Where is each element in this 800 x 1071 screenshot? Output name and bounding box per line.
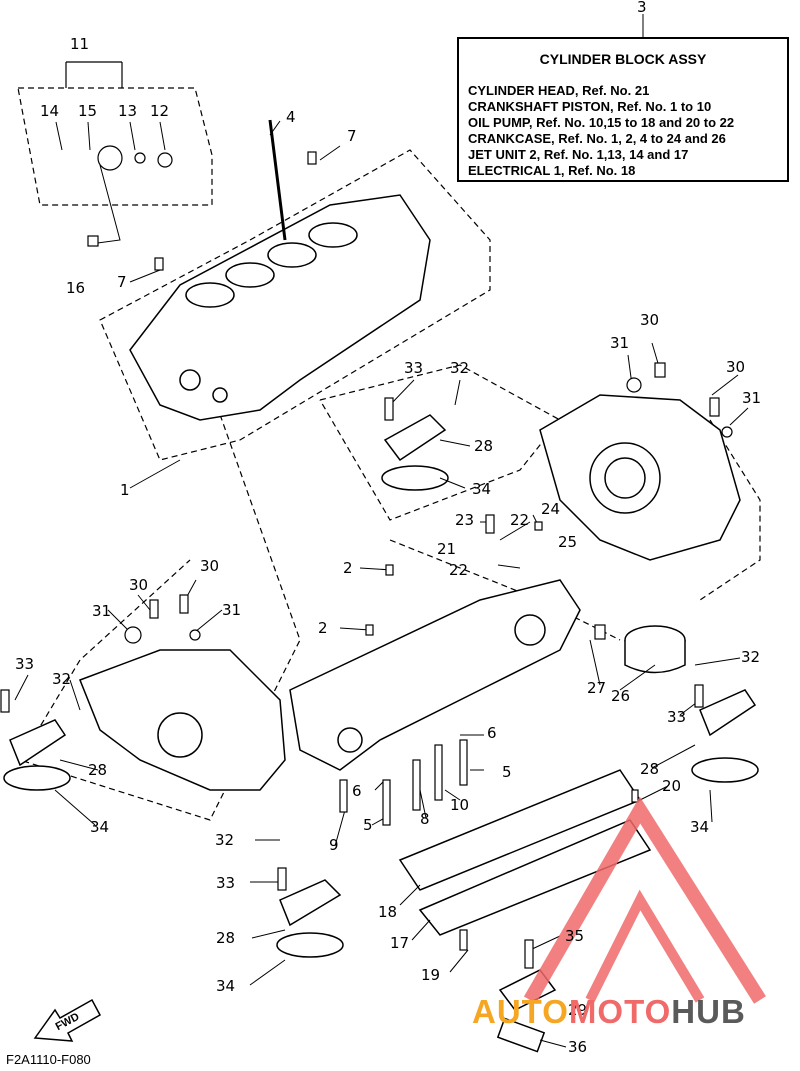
callout-32: 32 <box>450 359 470 377</box>
callout-33: 33 <box>667 708 687 726</box>
crankcase-dashed-frame <box>19 329 301 821</box>
callout-30: 30 <box>200 557 220 575</box>
bracket-illustrations <box>3 414 759 1053</box>
callout-28: 28 <box>88 761 108 779</box>
legend-line: CRANKSHAFT PISTON, Ref. No. 1 to 10 <box>468 99 712 114</box>
callout-6: 6 <box>352 782 362 800</box>
side-cover-right-illustration <box>539 394 741 561</box>
diagram-code: F2A1110-F080 <box>6 1052 91 1067</box>
callout-34: 34 <box>216 977 236 995</box>
callout-31: 31 <box>92 602 112 620</box>
callout-24: 24 <box>541 500 561 518</box>
callout-4: 4 <box>286 108 296 126</box>
hardware-parts <box>0 145 733 969</box>
callout-23: 23 <box>455 511 475 529</box>
callout-3: 3 <box>637 0 647 16</box>
watermark-text: AUTOMOTOHUB <box>472 993 746 1031</box>
callout-2: 2 <box>343 559 353 577</box>
callout-34: 34 <box>690 818 710 836</box>
callout-25: 25 <box>558 533 578 551</box>
legend-title: CYLINDER BLOCK ASSY <box>539 51 707 67</box>
callout-34: 34 <box>90 818 110 836</box>
callout-32: 32 <box>741 648 761 666</box>
callout-26: 26 <box>611 687 631 705</box>
legend-line: JET UNIT 2, Ref. No. 1,13, 14 and 17 <box>468 147 689 162</box>
group-11-dashed-frame <box>17 87 213 206</box>
callout-19: 19 <box>421 966 441 984</box>
legend-line: CRANKCASE, Ref. No. 1, 2, 4 to 24 and 26 <box>468 131 726 146</box>
callout-34: 34 <box>472 480 492 498</box>
callout-21: 21 <box>437 540 457 558</box>
callout-7: 7 <box>347 127 357 145</box>
watermark-moto: MOTO <box>568 993 672 1030</box>
cylinder-head-illustration <box>129 119 431 421</box>
callout-32: 32 <box>215 831 235 849</box>
callout-5: 5 <box>502 763 512 781</box>
callout-22: 22 <box>449 561 469 579</box>
callout-27: 27 <box>587 679 607 697</box>
callout-33: 33 <box>216 874 236 892</box>
legend-line: ELECTRICAL 1, Ref. No. 18 <box>468 163 636 178</box>
callout-5: 5 <box>363 816 373 834</box>
callout-33: 33 <box>404 359 424 377</box>
legend-box: CYLINDER BLOCK ASSY CYLINDER HEAD, Ref. … <box>457 37 789 182</box>
callout-31: 31 <box>742 389 762 407</box>
callout-14: 14 <box>40 102 60 120</box>
callout-33: 33 <box>15 655 35 673</box>
callout-29: 29 <box>568 1001 588 1019</box>
watermark-logo-icon <box>523 796 766 1004</box>
callout-7: 7 <box>117 273 127 291</box>
callout-30: 30 <box>640 311 660 329</box>
oil-filter-illustration <box>624 625 686 674</box>
callout-22: 22 <box>510 511 530 529</box>
legend-line: OIL PUMP, Ref. No. 10,15 to 18 and 20 to… <box>468 115 735 130</box>
callout-30: 30 <box>129 576 149 594</box>
side-cover-left-illustration <box>79 649 286 791</box>
callout-17: 17 <box>390 934 410 952</box>
callout-6: 6 <box>487 724 497 742</box>
leader-lines <box>14 14 749 1048</box>
callout-10: 10 <box>450 796 470 814</box>
callout-2: 2 <box>318 619 328 637</box>
callout-15: 15 <box>78 102 98 120</box>
callout-20: 20 <box>662 777 682 795</box>
callout-35: 35 <box>565 927 585 945</box>
callout-36: 36 <box>568 1038 588 1056</box>
callout-32: 32 <box>52 670 72 688</box>
callout-18: 18 <box>378 903 398 921</box>
callout-28: 28 <box>474 437 494 455</box>
callout-11: 11 <box>70 35 90 53</box>
callout-16: 16 <box>66 279 86 297</box>
cylinder-head-dashed-frame <box>99 149 491 461</box>
callout-28: 28 <box>640 760 660 778</box>
callout-12: 12 <box>150 102 170 120</box>
callout-30: 30 <box>726 358 746 376</box>
callout-28: 28 <box>216 929 236 947</box>
watermark-hub: HUB <box>671 993 746 1030</box>
cover-dashed-frame <box>319 364 561 521</box>
crankcase-illustration <box>289 579 581 771</box>
watermark-auto: AUTO <box>472 993 569 1030</box>
callout-13: 13 <box>118 102 138 120</box>
fwd-arrow-icon <box>33 998 102 1042</box>
legend-line: CYLINDER HEAD, Ref. No. 21 <box>468 83 650 98</box>
callout-31: 31 <box>610 334 630 352</box>
callout-9: 9 <box>329 836 339 854</box>
callout-8: 8 <box>420 810 430 828</box>
callout-31: 31 <box>222 601 242 619</box>
callout-1: 1 <box>120 481 130 499</box>
